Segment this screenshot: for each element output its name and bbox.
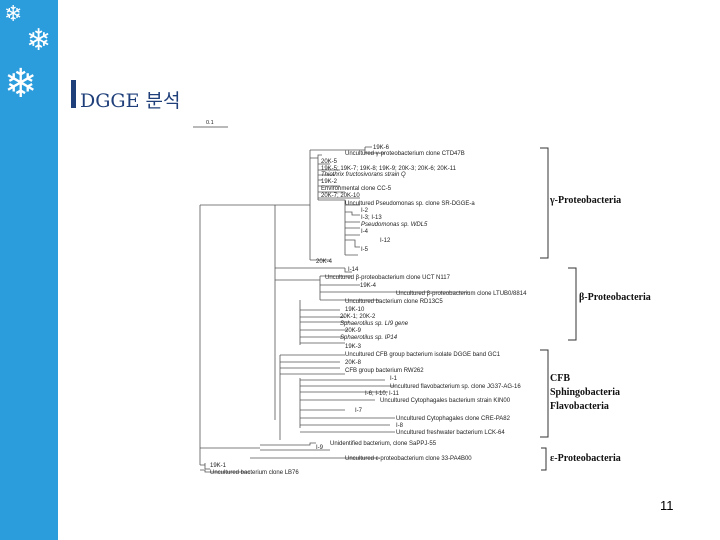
tree-branches bbox=[199, 146, 470, 473]
tree-leaf: I-5 bbox=[361, 247, 369, 253]
tree-leaf: Uncultured bacterium clone LB76 bbox=[210, 470, 299, 476]
tree-leaf: I-1 bbox=[390, 376, 398, 382]
group-label-flavobacteria: Flavobacteria bbox=[550, 401, 609, 412]
tree-leaf: Environmental clone CC-5 bbox=[321, 186, 392, 192]
left-decorative-band bbox=[0, 0, 58, 540]
tree-leaf: I-3; I-13 bbox=[361, 215, 382, 221]
tree-leaf: 19K-5; 19K-7; 19K-8; 19K-9; 20K-3; 20K-6… bbox=[321, 166, 457, 172]
scale-bar-label: 0.1 bbox=[206, 120, 214, 126]
page-number: 11 bbox=[660, 498, 674, 513]
tree-leaf: Pseudomonas sp. WDL5 bbox=[361, 222, 428, 228]
tree-leaf: Uncultured γ-proteobacterium clone CTD47… bbox=[345, 151, 465, 157]
tree-leaf: Unidentified bacterium, clone SaPPJ-55 bbox=[330, 441, 437, 447]
group-label-sphingobacteria: Sphingobacteria bbox=[550, 387, 620, 398]
tree-leaf: I-12 bbox=[380, 238, 391, 244]
tree-leaf: Uncultured Pseudomonas sp. clone SR-DGGE… bbox=[345, 201, 475, 207]
tree-leaf: I-8 bbox=[396, 423, 404, 429]
tree-leaf: 20K-9 bbox=[345, 328, 362, 334]
tree-leaf: I-2 bbox=[361, 208, 369, 214]
tree-leaf: 20K-7; 20K-10 bbox=[321, 193, 360, 199]
tree-leaf: 19K-6 bbox=[373, 145, 390, 151]
tree-leaf: Uncultured bacterium clone RD13C5 bbox=[345, 299, 443, 305]
tree-leaf: 19K-10 bbox=[345, 307, 365, 313]
group-label-cfb: CFB bbox=[550, 373, 570, 384]
tree-leaf: Uncultured Cytophagales bacterium strain… bbox=[380, 398, 511, 404]
snowflake-icon: ❄ bbox=[4, 61, 38, 107]
group-label-epsilon: ε-Proteobacteria bbox=[550, 453, 621, 464]
tree-leaf: I-14 bbox=[348, 267, 359, 273]
tree-leaf: 20K-8 bbox=[345, 360, 362, 366]
tree-leaf: Thiothrix fructosivorans strain Q bbox=[321, 172, 406, 178]
tree-leaf: Sphaerotilus sp. IP14 bbox=[340, 335, 398, 341]
group-label-gamma: γ-Proteobacteria bbox=[549, 195, 621, 206]
tree-leaf: Uncultured freshwater bacterium LCK-64 bbox=[396, 430, 505, 436]
tree-leaf: I-6; I-10; I-11 bbox=[365, 391, 400, 397]
tree-leaf: 19K-1 bbox=[210, 463, 227, 469]
tree-leaf: Uncultured β-proteobacterium clone UCT N… bbox=[325, 275, 451, 281]
tree-leaf: 20K-4 bbox=[316, 259, 333, 265]
snowflake-icon: ❄ bbox=[26, 23, 52, 58]
tree-leaf: Uncultured CFB group bacterium isolate D… bbox=[345, 352, 501, 358]
tree-leaf: Uncultured ε-proteobacterium clone 33-PA… bbox=[345, 456, 472, 462]
snowflake-icon: ❄ bbox=[4, 2, 23, 27]
tree-leaf: 20K-1; 20K-2 bbox=[340, 314, 376, 320]
group-label-beta: β-Proteobacteria bbox=[579, 292, 651, 303]
tree-leaf: 19K-3 bbox=[345, 344, 362, 350]
tree-leaves: 19K-6 Uncultured γ-proteobacterium clone… bbox=[210, 145, 527, 476]
tree-leaf: Sphaerotilus sp. LI9 gene bbox=[340, 321, 409, 327]
tree-leaf: I-4 bbox=[361, 229, 369, 235]
slide-title: DGGE 분석 bbox=[80, 90, 181, 112]
title-accent-bar bbox=[71, 80, 76, 108]
tree-leaf: I-9 bbox=[316, 445, 324, 451]
tree-leaf: Uncultured flavobacterium sp. clone JG37… bbox=[390, 384, 521, 390]
tree-leaf: 19K-4 bbox=[360, 283, 377, 289]
tree-leaf: I-7 bbox=[355, 408, 363, 414]
tree-leaf: 19K-2 bbox=[321, 179, 338, 185]
tree-leaf: Uncultured Cytophagales clone CRE-PA82 bbox=[396, 416, 511, 422]
group-brackets bbox=[540, 147, 577, 471]
tree-leaf: Uncultured β-proteobacterium clone LTUB0… bbox=[396, 291, 527, 297]
tree-leaf: 20K-5 bbox=[321, 159, 338, 165]
tree-leaf: CFB group bacterium RW262 bbox=[345, 368, 424, 374]
